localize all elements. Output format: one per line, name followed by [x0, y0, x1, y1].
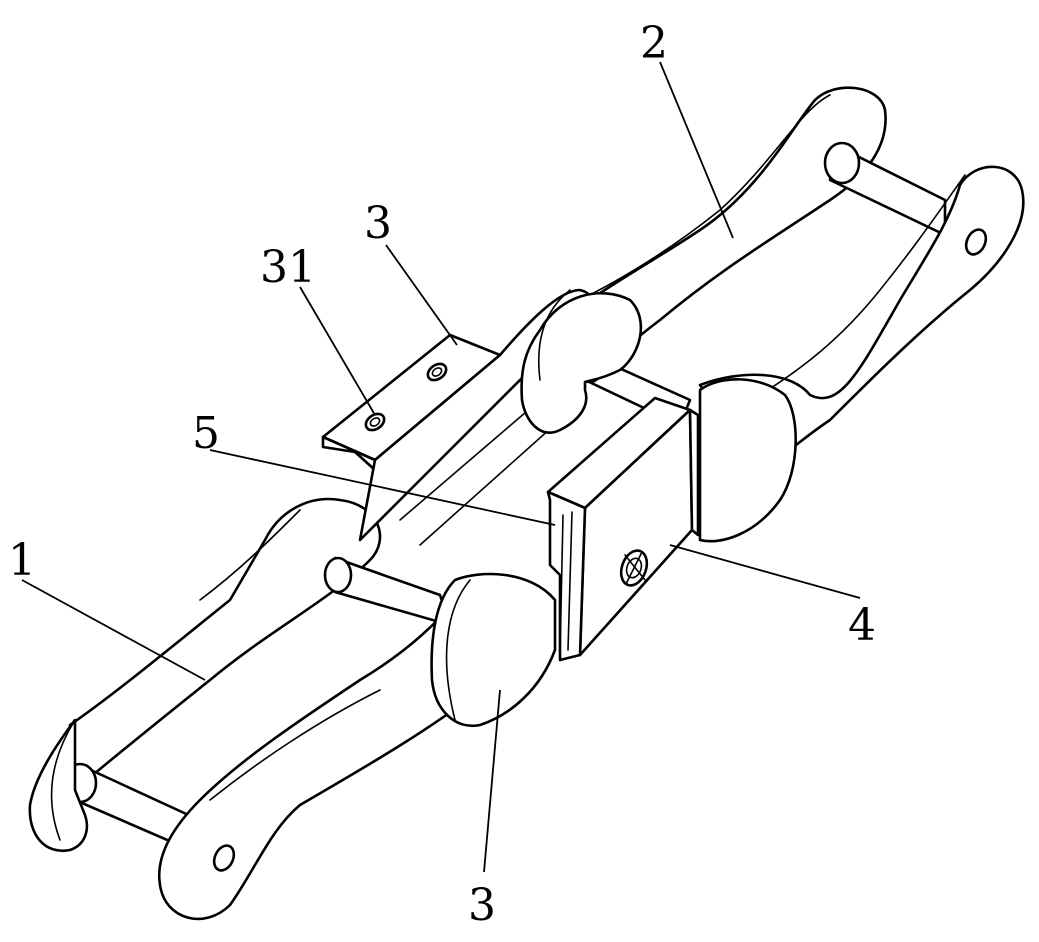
label-31: 31 [260, 242, 316, 293]
bottom-attachment-lug [432, 574, 555, 726]
leader-4 [670, 545, 860, 598]
leader-2 [660, 62, 733, 238]
rounded-plate-right [700, 379, 796, 541]
label-3-top: 3 [364, 198, 392, 249]
pin-lower-middle [325, 558, 450, 625]
label-5: 5 [192, 408, 220, 459]
leader-31 [300, 287, 375, 415]
leader-3-top [386, 245, 457, 345]
label-4: 4 [848, 600, 876, 651]
label-1: 1 [8, 535, 36, 586]
label-2: 2 [640, 18, 668, 69]
leader-1 [22, 580, 205, 680]
rounded-plate-top-middle [522, 290, 641, 433]
label-3-bottom: 3 [468, 880, 496, 931]
